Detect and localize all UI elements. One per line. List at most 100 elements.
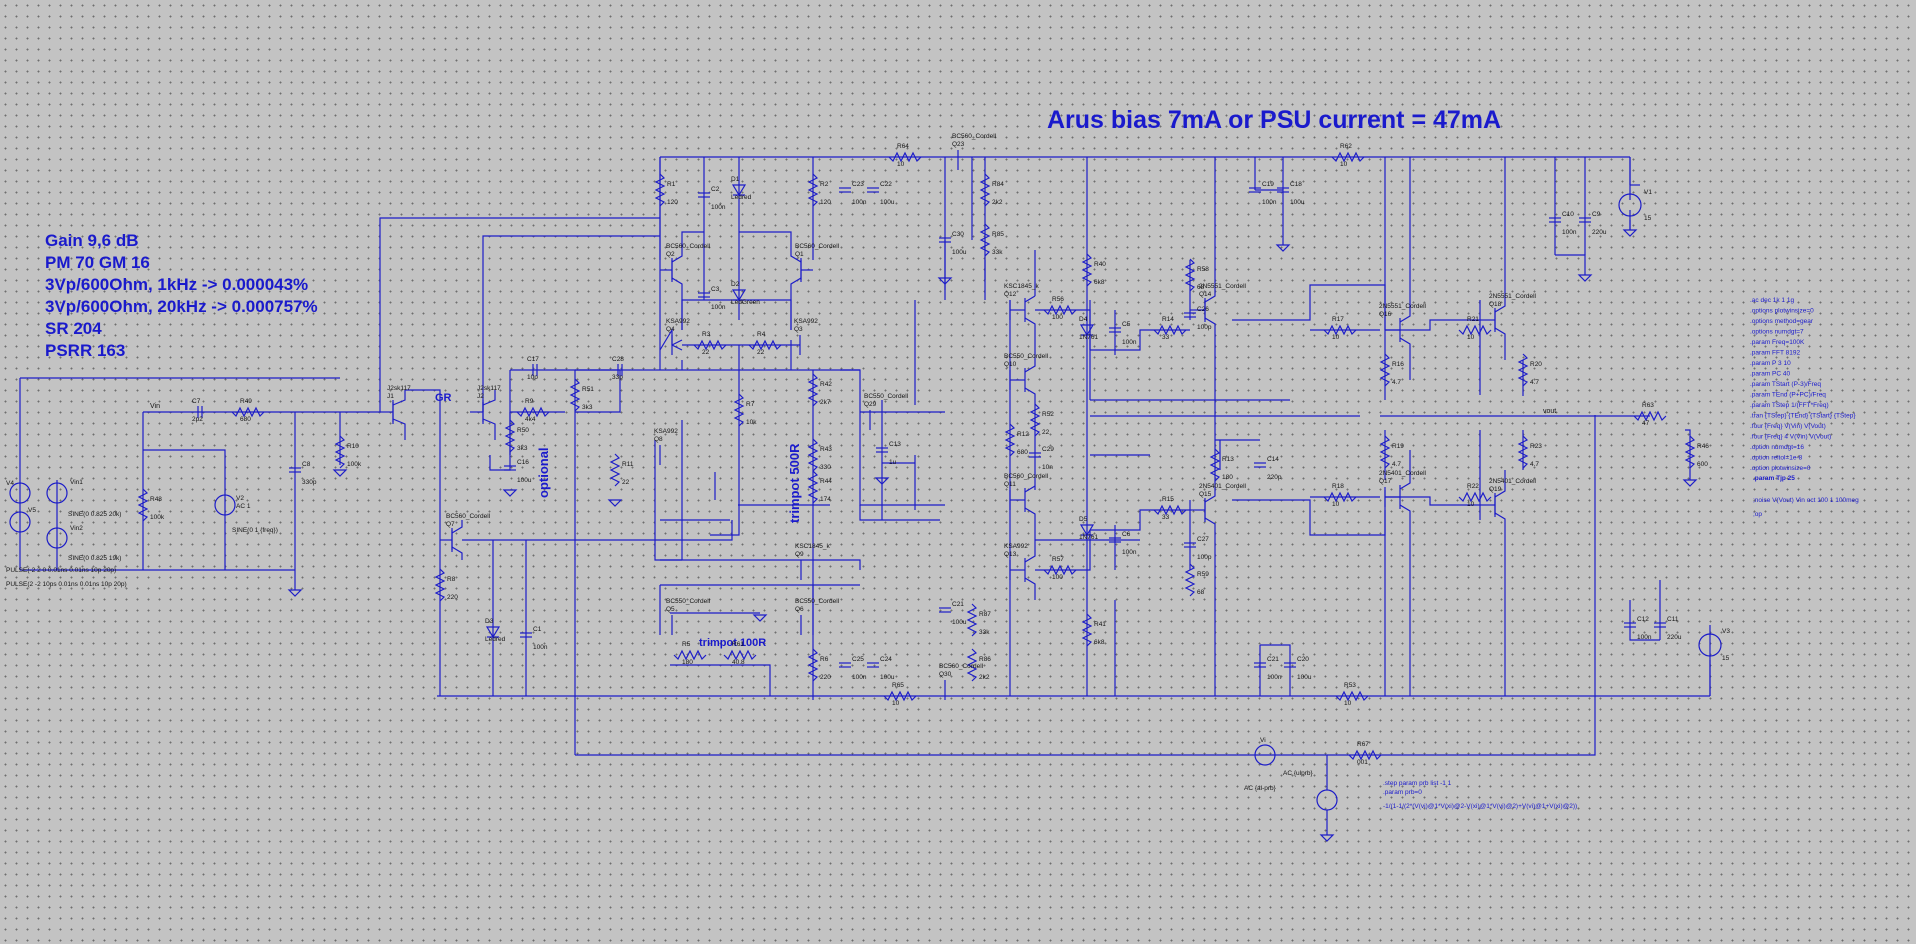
component-layer[interactable]: C72p2R49680R48100kC8330pR10100kJ1J2sk117… (137, 133, 1709, 842)
source-vin1-vin2[interactable]: Vin1 SINE(0 0.825 20k) Vin2 SINE(0 0.825… (46, 479, 121, 562)
feedback-network[interactable]: Vi AC {ulprb} AC {al-prb} (1089, 300, 1338, 835)
supply-v1[interactable]: V1 15 (1618, 189, 1652, 222)
supply-v3[interactable]: V3 15 (1698, 628, 1730, 662)
vas-stage[interactable] (714, 157, 1360, 696)
